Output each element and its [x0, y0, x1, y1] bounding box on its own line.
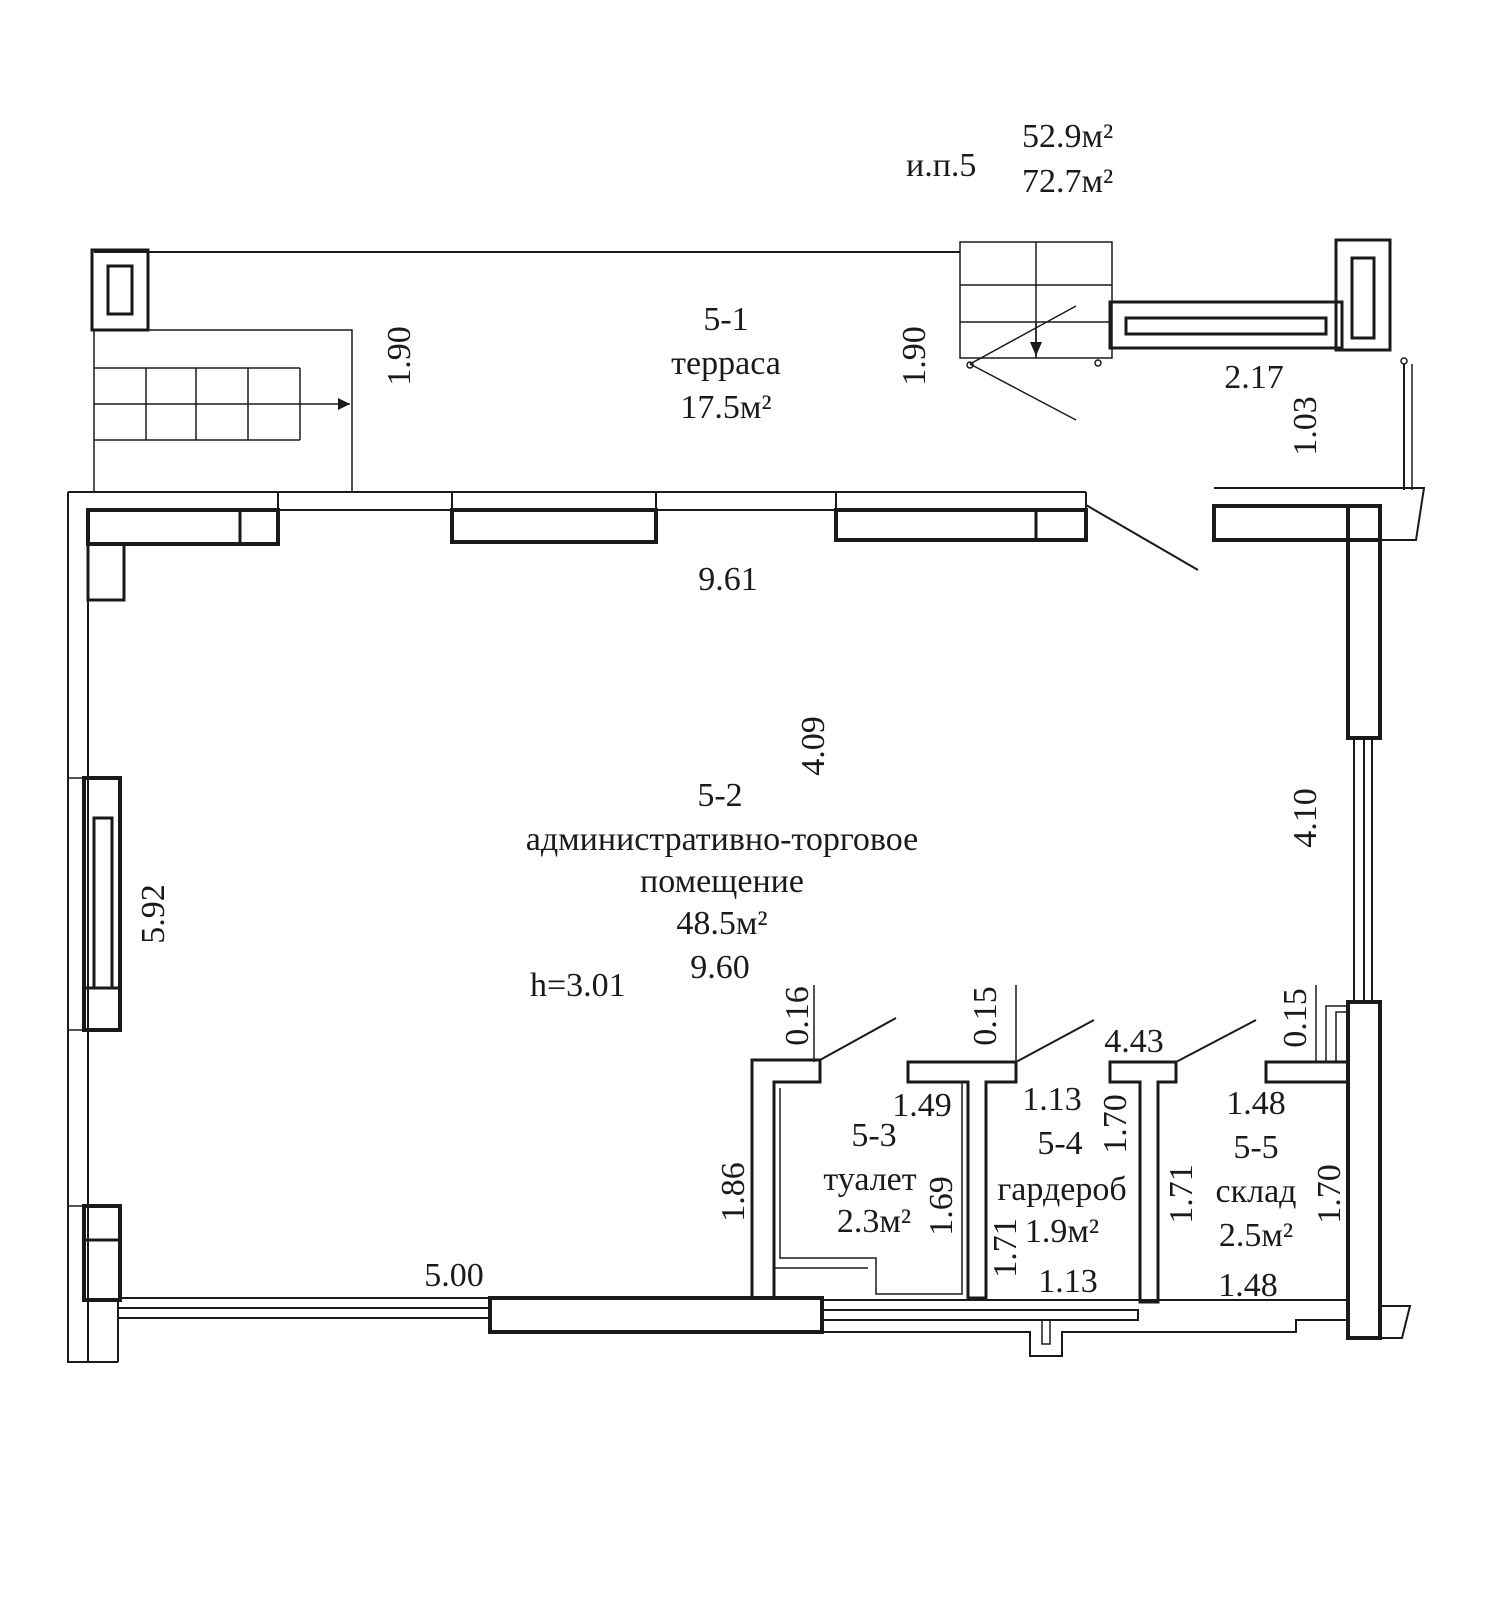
toilet-id: 5-3 [851, 1117, 896, 1154]
dim-wall-015-b: 0.15 [1277, 988, 1314, 1048]
toilet-door-swing [819, 1017, 897, 1061]
wardrobe-door-swing [1015, 1019, 1095, 1063]
dim-terrace-w-right: 2.17 [1224, 359, 1284, 396]
outer-walls [67, 487, 1426, 1363]
storage-area: 2.5м² [1219, 1217, 1293, 1254]
terrace-left-stairs [93, 329, 353, 493]
dim-span-443: 4.43 [1104, 1023, 1164, 1060]
dim-wardrobe-h-right: 1.70 [1097, 1094, 1134, 1154]
bottom-wall-pier [488, 1296, 824, 1334]
dim-toilet-h-left: 1.86 [715, 1162, 752, 1222]
storage-door-swing [1175, 1019, 1257, 1063]
terrace-left-pillar [90, 248, 150, 332]
storage-left-wall [1108, 1060, 1178, 1304]
terrace-name: терраса [671, 345, 781, 382]
right-wall-pier-2 [1346, 1000, 1382, 1340]
storage-id: 5-5 [1233, 1129, 1278, 1166]
ceiling-height: h=3.01 [530, 967, 626, 1004]
dim-terrace-ext: 1.03 [1287, 396, 1324, 456]
dim-main-bottom: 9.60 [690, 949, 750, 986]
dim-terrace-h-right: 1.90 [896, 326, 933, 386]
top-wall-pier-1 [86, 508, 280, 546]
dim-main-right: 4.10 [1287, 788, 1324, 848]
left-wall-outer-line [67, 492, 118, 1363]
area-total-2: 72.7м² [1022, 163, 1113, 200]
terrace-area: 17.5м² [680, 389, 771, 426]
main-room-name-2: помещение [640, 863, 804, 900]
dim-terrace-h-left: 1.90 [381, 326, 418, 386]
dim-main-top: 9.61 [698, 561, 758, 598]
dim-toilet-h: 1.69 [923, 1176, 960, 1236]
wardrobe-id: 5-4 [1037, 1125, 1082, 1162]
wardrobe-name: гардероб [997, 1171, 1126, 1208]
service-rooms [750, 985, 1350, 1304]
main-room-area: 48.5м² [676, 905, 767, 942]
terrace-id: 5-1 [703, 301, 748, 338]
dim-wardrobe-h-left: 1.71 [987, 1218, 1024, 1278]
dim-storage-h-left: 1.71 [1163, 1164, 1200, 1224]
main-room-id: 5-2 [697, 777, 742, 814]
unit-label: и.п.5 [906, 147, 976, 184]
terrace-left-pillar-inner [106, 264, 134, 316]
main-room-name-1: административно-торговое [526, 821, 919, 858]
storage-name: склад [1216, 1173, 1297, 1210]
top-wall-pier-4 [1212, 504, 1382, 542]
wardrobe-area: 1.9м² [1025, 1213, 1099, 1250]
top-wall-pier-3 [834, 508, 1088, 542]
dim-wardrobe-w-top: 1.13 [1022, 1081, 1082, 1118]
toilet-area: 2.3м² [837, 1203, 911, 1240]
left-wall-pier-2 [82, 1204, 122, 1302]
dim-storage-h-right: 1.70 [1311, 1164, 1348, 1224]
dim-main-left: 5.92 [135, 884, 172, 944]
entrance-door-swing [1085, 504, 1199, 571]
dim-toilet-w: 1.49 [892, 1087, 952, 1124]
dim-wall-016: 0.16 [779, 986, 816, 1046]
toilet-name: туалет [823, 1161, 916, 1198]
left-wall-pier-1 [82, 776, 122, 1032]
dim-main-h-center: 4.09 [795, 716, 832, 776]
labels: и.п.5 52.9м² 72.7м² 5-1 терраса 17.5м² 5… [135, 118, 1348, 1304]
dim-wardrobe-w-bottom: 1.13 [1038, 1263, 1098, 1300]
top-wall-pier-2 [450, 508, 658, 544]
terrace-right-parapet [1108, 300, 1344, 350]
toilet-left-wall [750, 1058, 822, 1298]
dim-wall-015-a: 0.15 [967, 986, 1004, 1046]
area-total-1: 52.9м² [1022, 118, 1113, 155]
dim-bottom-left: 5.00 [424, 1257, 484, 1294]
dim-storage-w-top: 1.48 [1226, 1085, 1286, 1122]
terrace-right-stairs [959, 241, 1113, 421]
terrace-right-pillar [1334, 238, 1392, 352]
dim-storage-w-bottom: 1.48 [1218, 1267, 1278, 1304]
wardrobe-left-wall [906, 1060, 1018, 1300]
terrace-area [90, 238, 1413, 493]
